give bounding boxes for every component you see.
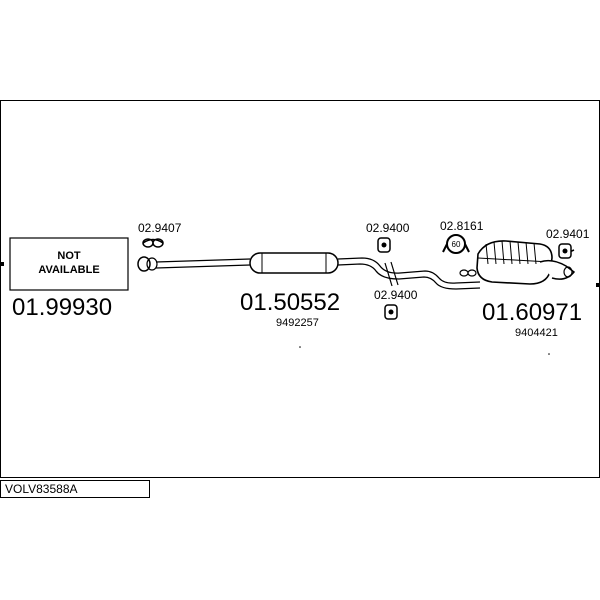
- diagram-code: VOLV83588A: [5, 482, 78, 496]
- middle-part-number: 01.50552: [240, 289, 340, 316]
- hanger-mid-lower-label: 02.9400: [374, 288, 418, 302]
- hanger-rear-end-label: 02.9401: [546, 227, 590, 241]
- rubber-hanger-icon: [384, 304, 398, 320]
- hanger-mid-upper-label: 02.9400: [366, 221, 410, 235]
- not-available-box: [9, 237, 129, 291]
- rear-part-number: 01.60971: [482, 299, 582, 326]
- rubber-hanger-icon: [558, 243, 572, 259]
- frame-marker-left: [0, 262, 4, 266]
- joint-icon: [459, 269, 477, 277]
- front-part-number: 01.99930: [12, 294, 112, 321]
- clamp-front-label: 02.9407: [138, 221, 182, 235]
- ring-hanger-icon: [442, 234, 470, 254]
- middle-oem-number: 9492257: [276, 317, 319, 329]
- rear-muffler-icon: [476, 240, 576, 285]
- hanger-rear-ring-label: 02.8161: [440, 219, 484, 233]
- stray-dot: [548, 353, 550, 355]
- diagram-code-box: VOLV83588A: [0, 480, 150, 498]
- not-available-text-line1: NOT: [57, 250, 81, 262]
- hanger-rear-ring-inner-text: 60: [452, 240, 461, 249]
- stray-dot: [299, 346, 301, 348]
- rubber-hanger-icon: [377, 237, 391, 253]
- flange-icon: [137, 256, 158, 272]
- middle-pipe-icon: [155, 252, 481, 290]
- frame-marker-right: [596, 283, 600, 287]
- clamp-front-icon: [142, 238, 164, 248]
- rear-oem-number: 9404421: [515, 327, 558, 339]
- not-available-text-line2: AVAILABLE: [38, 264, 99, 276]
